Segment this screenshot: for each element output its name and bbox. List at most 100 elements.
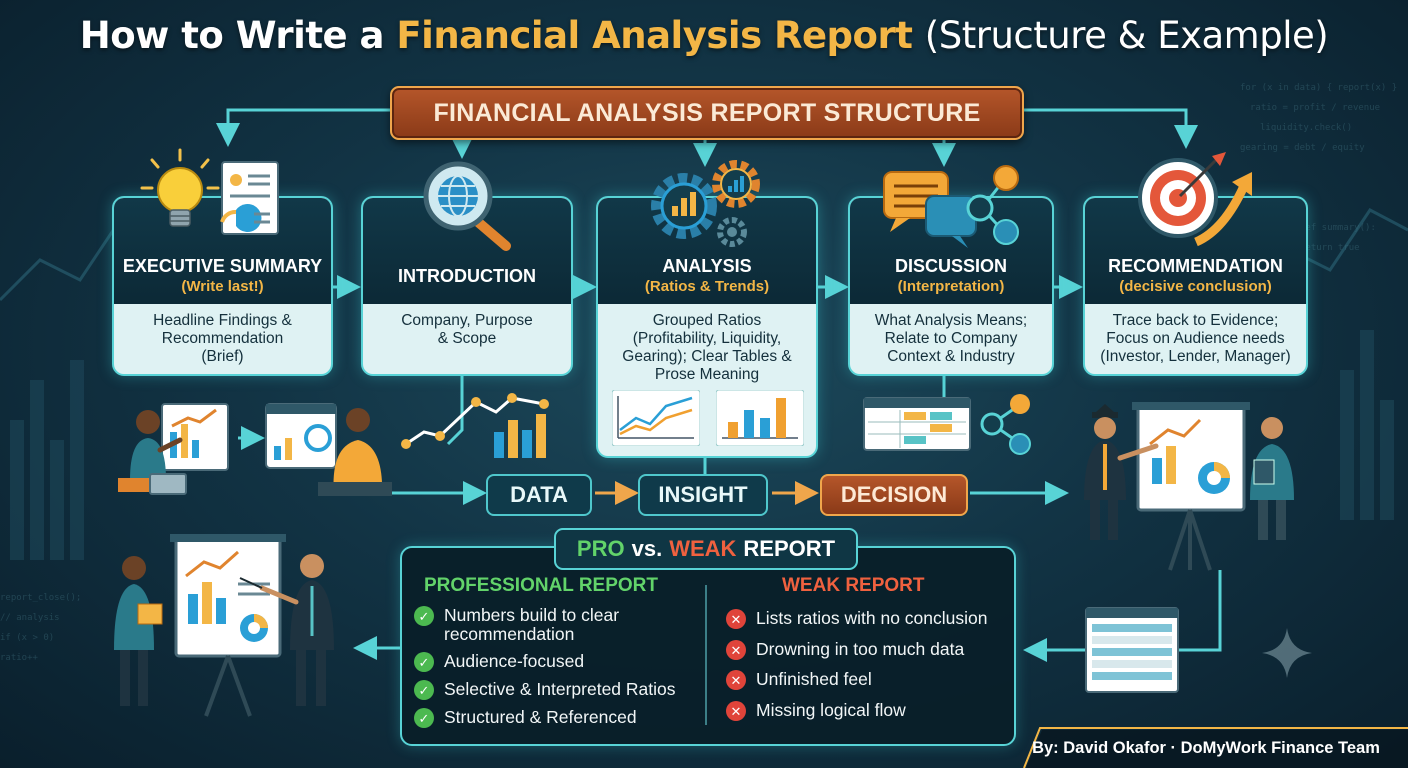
- list-item-text: Structured & Referenced: [444, 707, 637, 727]
- card-body: What Analysis Means; Relate to Company C…: [856, 312, 1046, 366]
- card-body: Headline Findings & Recommendation (Brie…: [120, 312, 325, 366]
- svg-text:// analysis: // analysis: [0, 613, 60, 623]
- list-item-text: Lists ratios with no conclusion: [756, 608, 988, 628]
- list-item-text: Missing logical flow: [756, 700, 906, 720]
- svg-text:ratio++: ratio++: [0, 653, 39, 663]
- document-icon: [220, 161, 279, 235]
- list-item-text: recommendation: [444, 624, 575, 644]
- title-prefix: How to Write a: [79, 14, 385, 57]
- comparison-title-pro: PRO: [576, 536, 625, 561]
- card-body-line: Context & Industry: [887, 348, 1015, 365]
- card-title: ANALYSIS: [662, 256, 752, 276]
- bottom-presenters-illustration: [114, 534, 334, 717]
- card-title: RECOMMENDATION: [1108, 256, 1283, 276]
- gears-chart-icon: [651, 160, 760, 247]
- list-item-text: Unfinished feel: [756, 669, 872, 689]
- list-item: ✓ Numbers build to clear recommendation: [414, 606, 619, 644]
- svg-text:ratio = profit / revenue: ratio = profit / revenue: [1250, 103, 1380, 113]
- card-body-line: (Brief): [201, 348, 244, 365]
- list-item-text: Numbers build to clear: [444, 605, 620, 625]
- svg-text:if (x > 0): if (x > 0): [0, 633, 54, 643]
- card-body-line: Recommendation: [161, 330, 284, 347]
- card-title: DISCUSSION: [894, 256, 1008, 276]
- card-title: INTRODUCTION: [398, 266, 536, 286]
- flow-data: DATA: [486, 474, 592, 516]
- cross-icon: ✕: [726, 640, 746, 660]
- sparkle-icon: [1262, 628, 1312, 678]
- svg-text:gearing = debt / equity: gearing = debt / equity: [1240, 143, 1365, 153]
- card-body-line: Focus on Audience needs: [1106, 330, 1285, 347]
- check-icon: ✓: [414, 652, 434, 672]
- svg-text:report_close();: report_close();: [0, 593, 81, 603]
- column-divider: [705, 585, 707, 725]
- card-subtitle: (Write last!): [181, 278, 264, 295]
- comparison-title-vs: vs.: [631, 536, 663, 561]
- card-body-line: (Investor, Lender, Manager): [1100, 348, 1291, 365]
- analyst-screen-illustration: [265, 403, 392, 496]
- card-body: Trace back to Evidence; Focus on Audienc…: [1091, 312, 1300, 366]
- card-body-line: Prose Meaning: [654, 366, 760, 383]
- list-item: ✓ Selective & Interpreted Ratios: [414, 680, 676, 700]
- title-accent: Financial Analysis Report: [396, 14, 913, 57]
- card-title: EXECUTIVE SUMMARY: [122, 256, 323, 276]
- check-icon: ✓: [414, 606, 434, 626]
- network-icon: [966, 165, 1019, 245]
- card-body-line: Trace back to Evidence;: [1112, 312, 1279, 329]
- card-body-line: Headline Findings &: [153, 312, 292, 329]
- presenter-laptop-illustration: [118, 403, 229, 495]
- byline: By: David Okafor · DoMyWork Finance Team: [1032, 738, 1380, 757]
- comparison-title-weak: WEAK: [669, 536, 737, 561]
- check-icon: ✓: [414, 708, 434, 728]
- flow-decision: DECISION: [820, 474, 968, 516]
- card-body: Grouped Ratios (Profitability, Liquidity…: [604, 312, 810, 384]
- professional-heading: PROFESSIONAL REPORT: [424, 575, 659, 596]
- list-item: ✕ Drowning in too much data: [726, 640, 964, 660]
- cross-icon: ✕: [726, 701, 746, 721]
- list-item-text: Audience-focused: [444, 651, 585, 671]
- list-item: ✓ Structured & Referenced: [414, 708, 637, 728]
- card-analysis: ANALYSIS (Ratios & Trends) Grouped Ratio…: [596, 196, 818, 458]
- trend-line-illustration: [401, 393, 549, 458]
- list-item: ✕ Missing logical flow: [726, 701, 906, 721]
- title-suffix: (Structure & Example): [924, 14, 1329, 57]
- card-body: Company, Purpose & Scope: [369, 312, 565, 348]
- bar-chart-icon: [716, 390, 804, 446]
- data-table-illustration: [863, 394, 1031, 455]
- card-header: [598, 198, 816, 304]
- list-item: ✓ Audience-focused: [414, 652, 584, 672]
- weak-heading: WEAK REPORT: [782, 575, 925, 596]
- presenters-easel-illustration: [1084, 402, 1294, 571]
- cross-icon: ✕: [726, 609, 746, 629]
- check-icon: ✓: [414, 680, 434, 700]
- card-body-line: & Scope: [437, 330, 497, 347]
- card-subtitle: (decisive conclusion): [1119, 278, 1272, 295]
- card-subtitle: (Ratios & Trends): [644, 278, 770, 295]
- card-recommendation: RECOMMENDATION (decisive conclusion) Tra…: [1083, 196, 1308, 376]
- list-item: ✕ Unfinished feel: [726, 670, 872, 690]
- svg-text:liquidity.check(): liquidity.check(): [1260, 123, 1352, 133]
- svg-text:for (x in data) { report(x) }: for (x in data) { report(x) }: [1240, 83, 1397, 93]
- card-body-line: (Profitability, Liquidity,: [632, 330, 782, 347]
- card-body-line: Gearing); Clear Tables &: [622, 348, 792, 365]
- flow-insight: INSIGHT: [638, 474, 768, 516]
- svg-text:return true: return true: [1300, 243, 1360, 253]
- card-body-line: Relate to Company: [884, 330, 1018, 347]
- list-item-text: Drowning in too much data: [756, 639, 965, 659]
- card-subtitle: (Interpretation): [897, 278, 1005, 295]
- list-item: ✕ Lists ratios with no conclusion: [726, 609, 988, 629]
- card-body-line: Company, Purpose: [401, 312, 533, 329]
- comparison-title-report: REPORT: [743, 536, 836, 561]
- structure-banner: FINANCIAL ANALYSIS REPORT STRUCTURE: [390, 86, 1024, 140]
- svg-text:def summary():: def summary():: [1300, 223, 1376, 233]
- globe-magnifier-icon: [423, 161, 511, 251]
- page-title: How to Write a Financial Analysis Report…: [0, 14, 1408, 57]
- speech-bubbles-icon: [883, 171, 977, 248]
- line-chart-icon: [612, 390, 700, 446]
- lightbulb-icon: [140, 148, 220, 227]
- comparison-title: PRO vs. WEAK REPORT: [554, 528, 858, 570]
- list-item-text: Selective & Interpreted Ratios: [444, 679, 676, 699]
